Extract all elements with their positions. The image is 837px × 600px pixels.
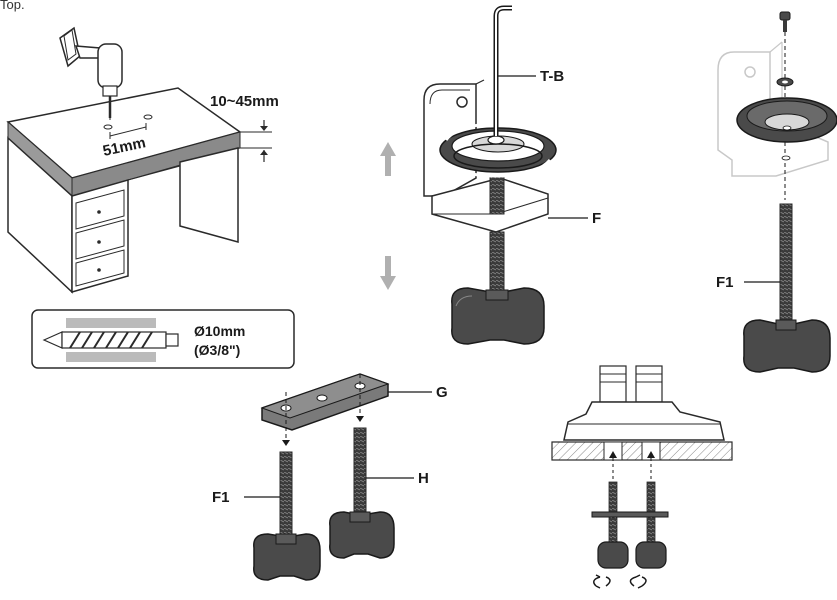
drill-icon bbox=[59, 26, 123, 122]
exploded-clamp-view: F1 bbox=[716, 11, 837, 373]
label-f: F bbox=[592, 210, 601, 227]
thickness-range-label: 10~45mm bbox=[210, 93, 279, 110]
bit-diameter-mm: Ø10mm bbox=[194, 323, 245, 339]
label-g: G bbox=[436, 384, 448, 401]
desk-illustration: 51mm 10~45mm bbox=[6, 87, 279, 294]
plate-and-bolts: G F1 H bbox=[212, 373, 448, 581]
drill-bit-detail: Ø10mm (Ø3/8") bbox=[31, 309, 295, 369]
label-f1-left: F1 bbox=[212, 489, 230, 506]
cross-section-view bbox=[551, 365, 733, 589]
up-arrow-icon bbox=[380, 142, 396, 176]
label-tb: T-B bbox=[540, 68, 564, 85]
down-arrow-icon bbox=[380, 256, 396, 290]
bit-diameter-in: (Ø3/8") bbox=[194, 342, 240, 358]
clamp-assembly: T-B F bbox=[380, 5, 601, 345]
label-f1-right: F1 bbox=[716, 274, 734, 291]
label-h: H bbox=[418, 470, 429, 487]
top-text: Top. bbox=[0, 0, 25, 12]
